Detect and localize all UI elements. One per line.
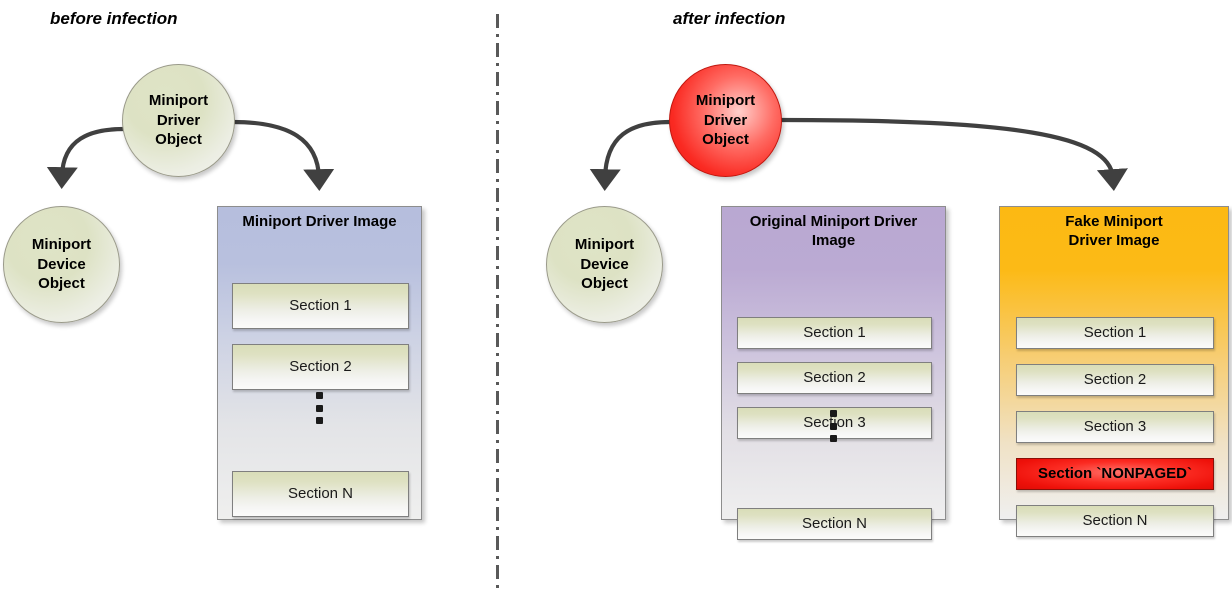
driver-object-line-2: Driver	[156, 111, 201, 129]
device-object-line-2: Device	[580, 255, 629, 273]
driver-object-line-2: Driver	[703, 111, 748, 129]
arrow-driver-to-device-before	[46, 126, 127, 190]
driver-object-line-1: Miniport	[148, 91, 209, 109]
section-item[interactable]: Section 2	[1016, 363, 1214, 396]
section-item-nonpaged[interactable]: Section `NONPAGED`	[1016, 457, 1214, 490]
box-title-line-2: Driver Image	[1068, 231, 1160, 249]
section-item[interactable]: Section 2	[232, 343, 409, 390]
box-title-line-2: Image	[811, 231, 856, 249]
driver-object-line-1: Miniport	[695, 91, 756, 109]
section-item[interactable]: Section N	[737, 507, 932, 540]
driver-object-line-3: Object	[155, 131, 202, 149]
miniport-device-object-before[interactable]: Miniport Device Object	[3, 206, 120, 323]
section-item[interactable]: Section 2	[737, 361, 932, 394]
panel-title-after: after infection	[673, 9, 786, 28]
miniport-driver-object-after[interactable]: Miniport Driver Object	[669, 64, 782, 177]
section-item[interactable]: Section 1	[1016, 316, 1214, 349]
miniport-driver-image-box[interactable]: Miniport Driver Image Section 1 Section …	[217, 206, 422, 520]
section-item[interactable]: Section 3	[1016, 410, 1214, 443]
device-object-line-3: Object	[581, 275, 628, 293]
device-object-line-1: Miniport	[31, 235, 92, 253]
device-object-line-2: Device	[37, 255, 86, 273]
box-title-line-1: Fake Miniport	[1065, 213, 1163, 230]
section-item[interactable]: Section 1	[737, 316, 932, 349]
section-item[interactable]: Section N	[232, 470, 409, 517]
original-miniport-driver-image-box[interactable]: Original Miniport Driver Image Section 1…	[721, 206, 946, 540]
fake-miniport-driver-image-title: Fake Miniport Driver Image	[1000, 207, 1228, 251]
original-miniport-driver-image-title: Original Miniport Driver Image	[722, 207, 945, 251]
miniport-driver-object-before[interactable]: Miniport Driver Object	[122, 64, 235, 177]
miniport-driver-image-title: Miniport Driver Image	[242, 213, 397, 230]
box-title-line-1: Original Miniport Driver	[749, 213, 918, 230]
section-item[interactable]: Section N	[1016, 504, 1214, 537]
panel-title-before: before infection	[50, 9, 178, 28]
section-item[interactable]: Section 1	[232, 282, 409, 329]
miniport-device-object-after[interactable]: Miniport Device Object	[546, 206, 663, 323]
arrow-driver-to-fake-image-after	[779, 117, 1128, 191]
driver-object-line-3: Object	[702, 131, 749, 149]
vertical-ellipsis-icon	[316, 392, 323, 424]
device-object-line-3: Object	[38, 275, 85, 293]
arrow-driver-to-device-after	[589, 119, 673, 192]
vertical-ellipsis-icon	[830, 410, 837, 442]
arrow-driver-to-image-before	[230, 119, 335, 192]
fake-miniport-driver-image-box[interactable]: Fake Miniport Driver Image Section 1 Sec…	[999, 206, 1229, 537]
device-object-line-1: Miniport	[574, 235, 635, 253]
